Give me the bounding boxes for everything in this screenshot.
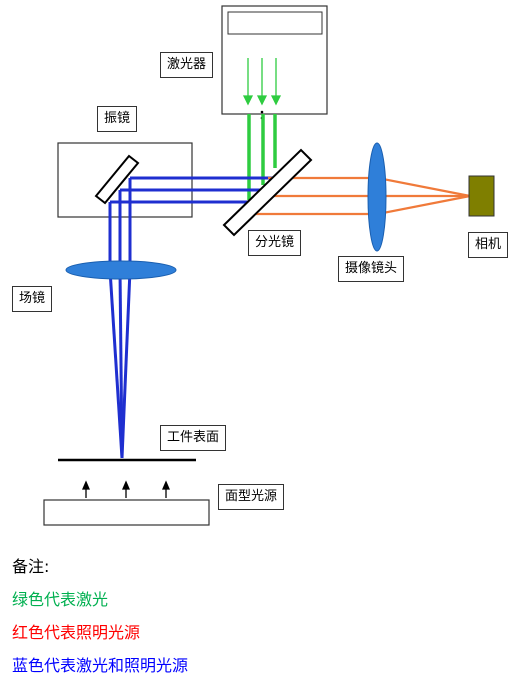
field-lens-shape bbox=[65, 260, 177, 280]
optical-diagram bbox=[43, 5, 495, 526]
note-red: 红色代表照明光源 bbox=[12, 623, 141, 642]
camera-lens-shape bbox=[367, 142, 387, 252]
splitter-label: 分光镜 bbox=[248, 230, 302, 256]
camera-body bbox=[468, 175, 495, 217]
camera-lens-label: 摄像镜头 bbox=[338, 256, 405, 282]
camera-label: 相机 bbox=[468, 232, 509, 258]
field-lens-label: 场镜 bbox=[12, 286, 53, 312]
laser-green-arrows bbox=[242, 58, 282, 106]
workpiece-label: 工件表面 bbox=[160, 425, 227, 451]
galvo-mirror bbox=[94, 154, 140, 205]
notes-title: 备注: bbox=[12, 557, 50, 576]
light-source-arrows bbox=[82, 480, 170, 498]
blue-beams bbox=[108, 176, 275, 459]
note-blue: 蓝色代表激光和照明光源 bbox=[12, 656, 189, 675]
light-source-label: 面型光源 bbox=[218, 484, 285, 510]
beam-splitter-mirror bbox=[222, 148, 313, 237]
note-green: 绿色代表激光 bbox=[12, 590, 109, 609]
green-laser-beams bbox=[247, 114, 277, 200]
light-source-box bbox=[43, 499, 210, 526]
laser-label: 激光器 bbox=[160, 52, 214, 78]
galvo-label: 振镜 bbox=[97, 106, 138, 132]
